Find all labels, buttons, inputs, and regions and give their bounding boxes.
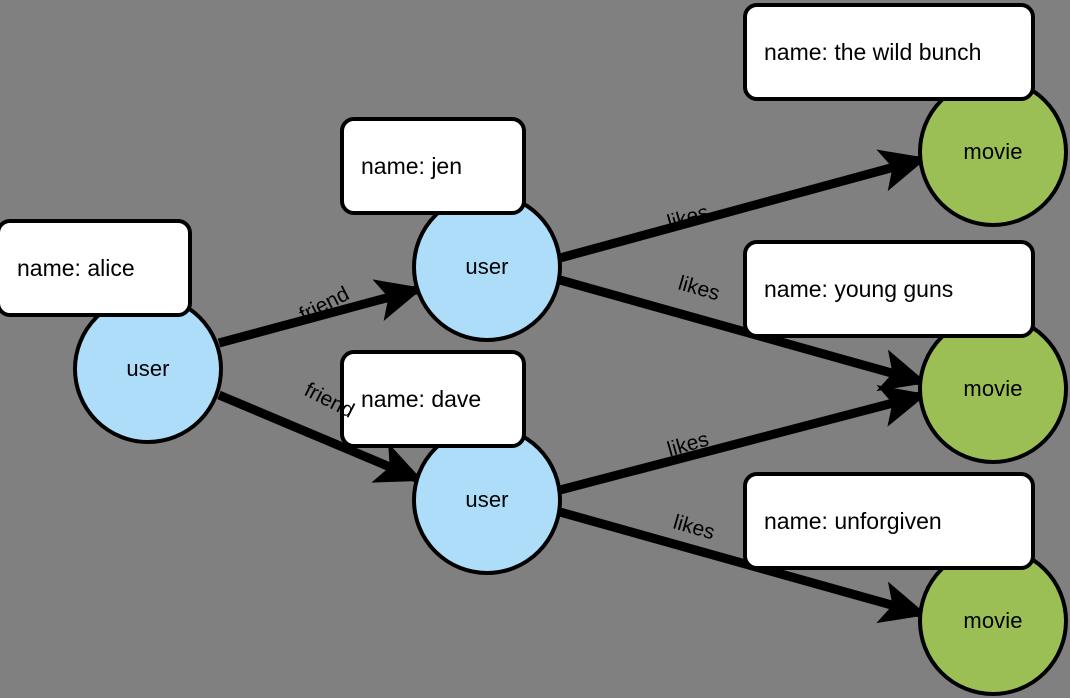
node-type-label-alice: user [126, 356, 170, 381]
property-box-dave[interactable]: name: dave [340, 350, 526, 448]
node-type-label-young-guns: movie [963, 376, 1023, 401]
property-text-young-guns: name: young guns [764, 275, 954, 302]
property-box-the-wild-bunch[interactable]: name: the wild bunch [743, 3, 1035, 101]
node-jen[interactable]: user [412, 192, 562, 342]
property-text-jen: name: jen [361, 152, 463, 179]
property-text-alice: name: alice [17, 254, 135, 281]
property-box-young-guns[interactable]: name: young guns [743, 240, 1035, 338]
property-box-jen[interactable]: name: jen [340, 117, 526, 215]
property-box-alice[interactable]: name: alice [0, 219, 192, 317]
property-text-unforgiven: name: unforgiven [764, 507, 942, 534]
edge-label-dave-likes-unforgiven: likes [670, 510, 718, 545]
edge-label-jen-likes-the-wild-bunch: likes [664, 200, 712, 235]
node-type-label-the-wild-bunch: movie [963, 139, 1023, 164]
edge-label-alice-friend-jen: friend [295, 282, 353, 327]
property-box-unforgiven[interactable]: name: unforgiven [743, 472, 1035, 570]
node-type-label-unforgiven: movie [963, 608, 1023, 633]
node-type-label-dave: user [465, 487, 509, 512]
property-text-dave: name: dave [361, 385, 482, 412]
property-text-the-wild-bunch: name: the wild bunch [764, 38, 982, 65]
edge-label-dave-likes-young-guns: likes [664, 427, 712, 462]
node-alice[interactable]: user [73, 294, 223, 444]
node-type-label-jen: user [465, 254, 509, 279]
edge-label-jen-likes-young-guns: likes [675, 271, 723, 306]
node-unforgiven[interactable]: movie [918, 546, 1068, 696]
node-the-wild-bunch[interactable]: movie [918, 77, 1068, 227]
